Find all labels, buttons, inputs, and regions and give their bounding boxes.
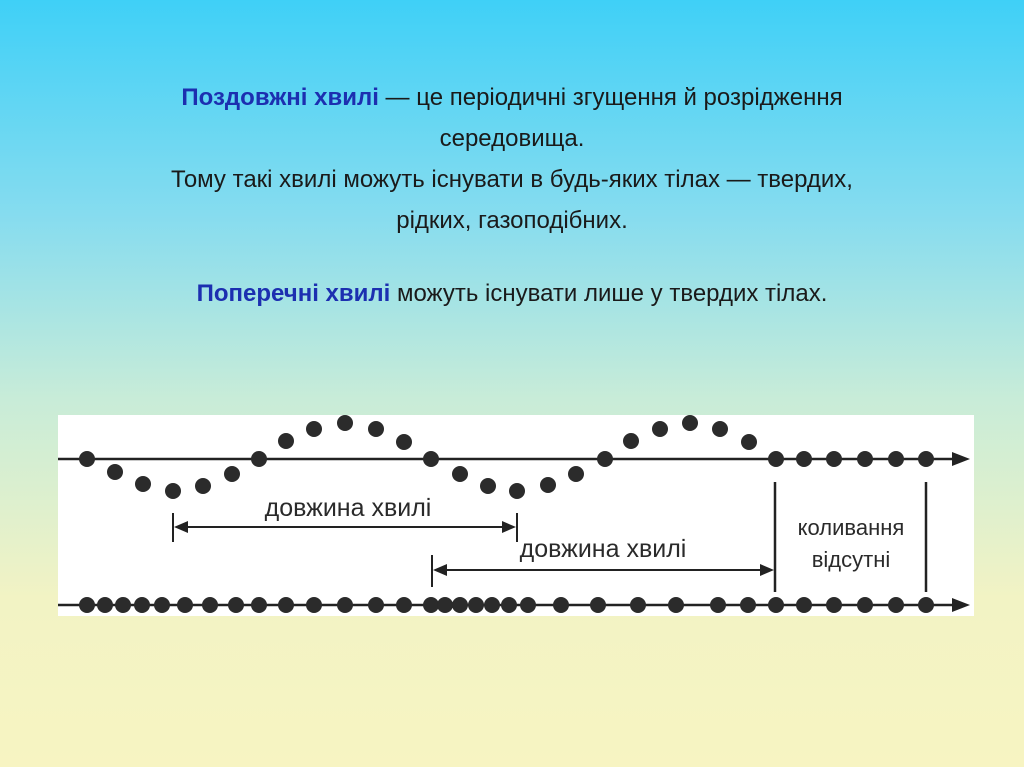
longitudinal-wave-particles [79,597,934,613]
longitudinal-particle-dot [796,597,812,613]
longitudinal-particle-dot [134,597,150,613]
transverse-particle-dot [452,466,468,482]
wave-diagram-svg: довжина хвилі довжина хвилі коливання ві… [58,415,970,613]
transverse-particle-dot [652,421,668,437]
transverse-particle-dot [480,478,496,494]
longitudinal-particle-dot [79,597,95,613]
transverse-particle-dot [337,415,353,431]
transverse-particle-dot [278,433,294,449]
paragraph-line-4: рідких, газоподібних. [396,207,628,234]
longitudinal-particle-dot [337,597,353,613]
transverse-particle-dot [195,478,211,494]
longitudinal-waves-paragraph: Поздовжні хвилі — це періодичні згущення… [40,77,984,241]
transverse-particle-dot [135,476,151,492]
wavelength-top-arrow-right [502,521,516,533]
longitudinal-particle-dot [710,597,726,613]
transverse-waves-term: Поперечні хвилі [196,280,391,307]
longitudinal-particle-dot [630,597,646,613]
wavelength-top-arrow-left [174,521,188,533]
wavelength-label-top: довжина хвилі [265,494,432,522]
transverse-particle-dot [79,451,95,467]
longitudinal-particle-dot [918,597,934,613]
transverse-particle-dot [623,433,639,449]
longitudinal-particle-dot [768,597,784,613]
transverse-particle-dot [165,483,181,499]
transverse-particle-dot [682,415,698,431]
longitudinal-particle-dot [468,597,484,613]
transverse-particle-dot [423,451,439,467]
transverse-particle-dot [796,451,812,467]
longitudinal-particle-dot [154,597,170,613]
longitudinal-particle-dot [520,597,536,613]
longitudinal-particle-dot [306,597,322,613]
longitudinal-particle-dot [251,597,267,613]
longitudinal-particle-dot [888,597,904,613]
longitudinal-particle-dot [826,597,842,613]
longitudinal-particle-dot [177,597,193,613]
longitudinal-particle-dot [396,597,412,613]
longitudinal-particle-dot [97,597,113,613]
transverse-particle-dot [712,421,728,437]
longitudinal-particle-dot [228,597,244,613]
transverse-particle-dot [368,421,384,437]
longitudinal-particle-dot [115,597,131,613]
transverse-waves-text: можуть існувати лише у твердих тілах. [390,280,828,307]
transverse-waves-paragraph: Поперечні хвилі можуть існувати лише у т… [40,273,984,314]
longitudinal-axis-arrowhead [952,598,970,612]
longitudinal-particle-dot [857,597,873,613]
transverse-wave-particles [79,415,934,499]
transverse-particle-dot [509,483,525,499]
transverse-particle-dot [224,466,240,482]
longitudinal-particle-dot [452,597,468,613]
transverse-particle-dot [306,421,322,437]
longitudinal-particle-dot [368,597,384,613]
longitudinal-particle-dot [668,597,684,613]
longitudinal-particle-dot [423,597,439,613]
longitudinal-particle-dot [553,597,569,613]
wave-diagram: довжина хвилі довжина хвилі коливання ві… [58,415,974,616]
wavelength-label-bottom: довжина хвилі [520,535,687,563]
no-oscillation-label-line-1: коливання [798,515,905,540]
longitudinal-particle-dot [278,597,294,613]
paragraph-line-1: Поздовжні хвилі — це періодичні згущення… [40,77,984,118]
transverse-axis-arrowhead [952,452,970,466]
paragraph-line-1-text: — це періодичні згущення й розрідження [378,84,843,111]
no-oscillation-label-line-2: відсутні [812,547,891,572]
transverse-particle-dot [568,466,584,482]
transverse-particle-dot [396,434,412,450]
transverse-particle-dot [857,451,873,467]
transverse-particle-dot [826,451,842,467]
longitudinal-waves-term: Поздовжні хвилі [181,84,379,111]
longitudinal-particle-dot [501,597,517,613]
wavelength-bottom-arrow-left [433,564,447,576]
transverse-particle-dot [251,451,267,467]
longitudinal-particle-dot [590,597,606,613]
paragraph-line-2: середовища. [439,125,585,152]
transverse-particle-dot [107,464,123,480]
paragraph-line-3: Тому такі хвилі можуть існувати в будь-я… [171,166,853,193]
transverse-particle-dot [918,451,934,467]
longitudinal-particle-dot [437,597,453,613]
wavelength-bottom-arrow-right [760,564,774,576]
transverse-particle-dot [540,477,556,493]
longitudinal-particle-dot [740,597,756,613]
longitudinal-particle-dot [484,597,500,613]
transverse-particle-dot [888,451,904,467]
transverse-particle-dot [597,451,613,467]
longitudinal-particle-dot [202,597,218,613]
transverse-particle-dot [768,451,784,467]
transverse-particle-dot [741,434,757,450]
